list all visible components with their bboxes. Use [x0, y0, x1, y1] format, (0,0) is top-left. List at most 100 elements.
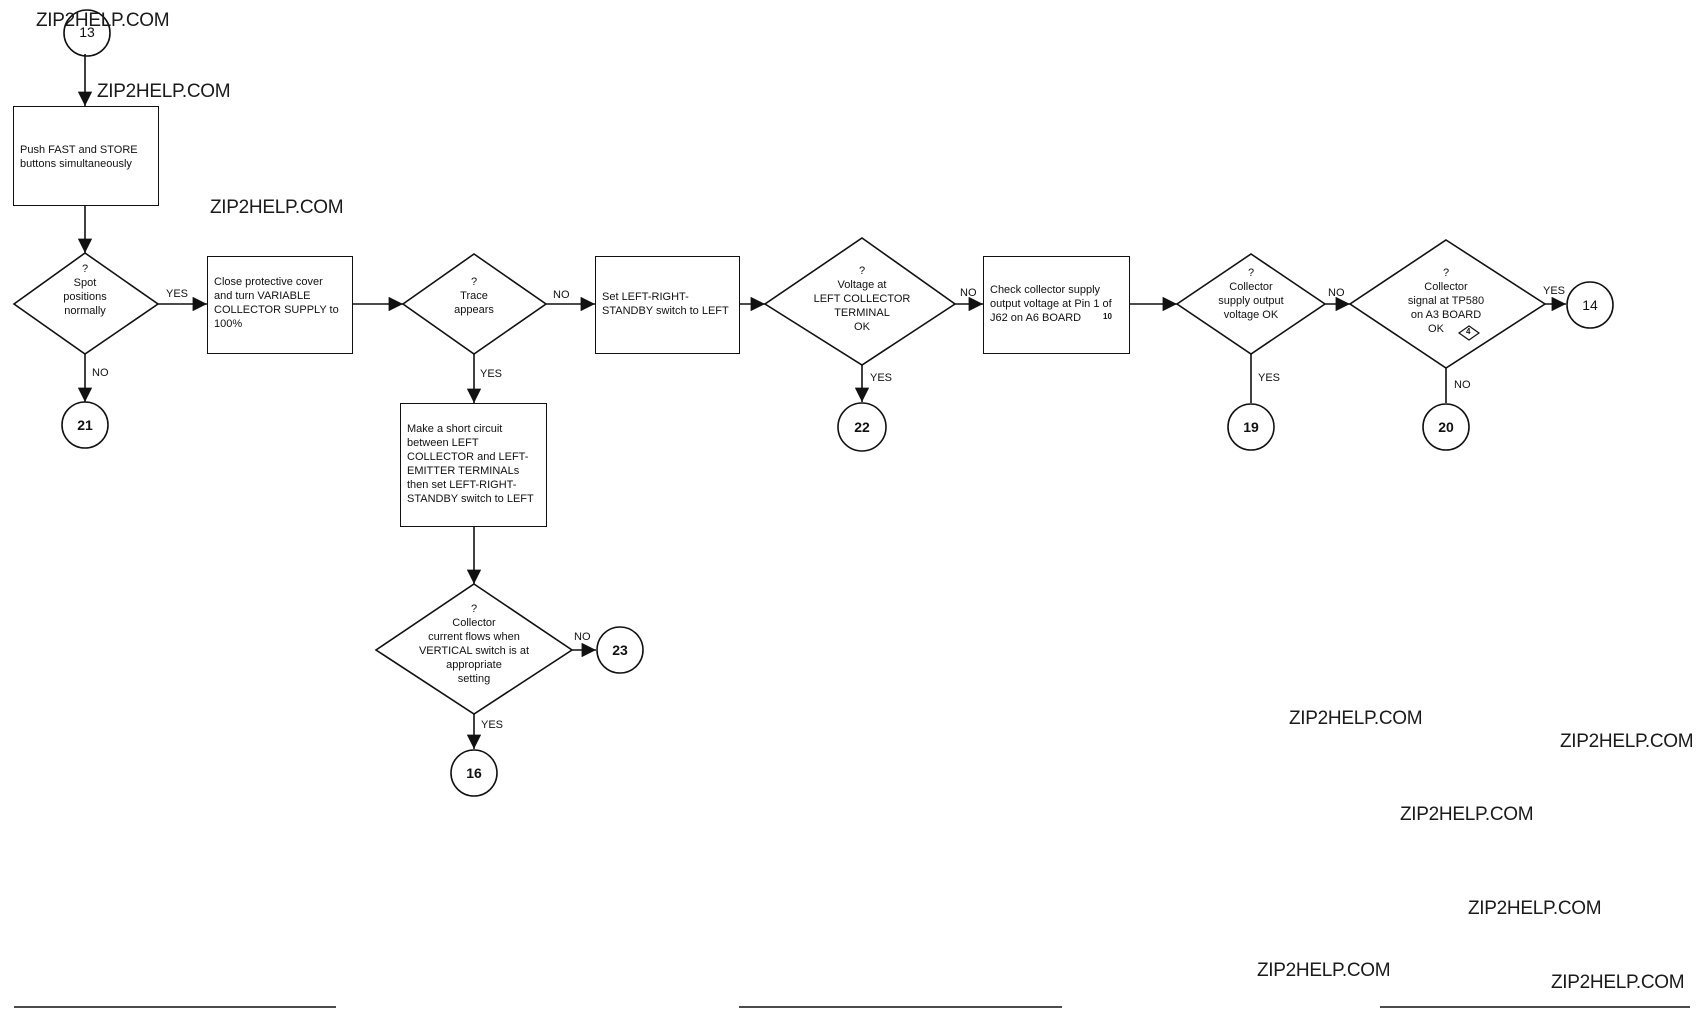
- signal-line-2: signal at TP580: [1407, 295, 1485, 307]
- edge-label-trace-yes: YES: [480, 368, 503, 380]
- spot-line-2: positions: [63, 291, 107, 303]
- connector-20-label: 20: [1438, 419, 1454, 435]
- decision-signal-diamond: [1348, 239, 1547, 369]
- decision-trace-text: ? Trace appears: [424, 275, 524, 317]
- connector-14-label: 14: [1582, 297, 1598, 313]
- edge-label-spot-no: NO: [92, 367, 109, 379]
- process-check-supply: Check collector supply output voltage at…: [983, 256, 1130, 354]
- connector-20-circle: [1422, 403, 1470, 451]
- decision-signal-text: ? Collector signal at TP580 on A3 BOARD …: [1381, 266, 1511, 336]
- decision-spot-text: ? Spot positions normally: [34, 262, 136, 318]
- decision-spot-diamond: [12, 252, 160, 355]
- signal-q: ?: [1442, 267, 1450, 279]
- short-circuit-line-1: Make a short circuit: [407, 423, 503, 435]
- close-cover-line-2: and turn VARIABLE: [214, 290, 311, 302]
- signal-line-4: OK: [1428, 323, 1444, 335]
- edge-label-spot-yes: YES: [166, 288, 189, 300]
- short-circuit-line-6: STANDBY switch to LEFT: [407, 493, 534, 505]
- reference-4-symbol: [1457, 325, 1481, 341]
- edge-label-voltage-no: NO: [960, 287, 977, 299]
- connector-21-label: 21: [77, 417, 93, 433]
- close-cover-line-3: COLLECTOR SUPPLY to: [214, 304, 339, 316]
- reference-4-label: 4: [1466, 327, 1471, 336]
- edge-label-trace-no: NO: [553, 289, 570, 301]
- supply-line-3: voltage OK: [1223, 309, 1279, 321]
- connector-23-label: 23: [612, 642, 628, 658]
- close-cover-line-4: 100%: [214, 318, 243, 330]
- short-circuit-line-4: EMITTER TERMINALs: [407, 465, 520, 477]
- process-push-fast-store: Push FAST and STORE buttons simultaneous…: [13, 106, 159, 206]
- set-left-line-1: Set LEFT-RIGHT-: [602, 291, 689, 303]
- decision-voltage-diamond: [763, 237, 957, 366]
- check-supply-line-1: Check collector supply: [990, 284, 1101, 296]
- push-fast-line-2: buttons simultaneously: [20, 158, 132, 170]
- edge-label-current-no: NO: [574, 631, 591, 643]
- current-line-4: appropriate: [446, 659, 502, 671]
- current-line-5: setting: [457, 673, 491, 685]
- watermark-2: ZIP2HELP.COM: [97, 81, 231, 102]
- voltage-line-4: OK: [854, 321, 870, 333]
- watermark-8: ZIP2HELP.COM: [1257, 960, 1391, 981]
- connector-14-circle: [1566, 281, 1614, 329]
- decision-supply-diamond: [1175, 253, 1327, 355]
- watermark-6: ZIP2HELP.COM: [1400, 804, 1534, 825]
- process-close-cover: Close protective cover and turn VARIABLE…: [207, 256, 353, 354]
- trace-q: ?: [470, 276, 478, 288]
- decision-voltage-text: ? Voltage at LEFT COLLECTOR TERMINAL OK: [792, 264, 932, 334]
- edge-label-supply-no: NO: [1328, 287, 1345, 299]
- spot-line-1: Spot: [73, 277, 97, 289]
- decision-current-text: ? Collector current flows when VERTICAL …: [399, 602, 549, 686]
- push-fast-line-1: Push FAST and STORE: [20, 144, 138, 156]
- edge-label-voltage-yes: YES: [870, 372, 893, 384]
- watermark-5: ZIP2HELP.COM: [1560, 731, 1694, 752]
- check-supply-line-2: output voltage at Pin 1 of: [990, 298, 1112, 310]
- watermark-4: ZIP2HELP.COM: [1289, 708, 1423, 729]
- current-line-1: Collector: [452, 617, 496, 629]
- decision-supply-text: ? Collector supply output voltage OK: [1191, 266, 1311, 322]
- watermark-3: ZIP2HELP.COM: [210, 197, 344, 218]
- current-line-3: VERTICAL switch is at: [418, 645, 530, 657]
- current-q: ?: [470, 603, 478, 615]
- connector-16-circle: [450, 749, 498, 797]
- spot-q: ?: [81, 263, 89, 275]
- connector-21-circle: [61, 401, 109, 449]
- voltage-line-3: TERMINAL: [834, 307, 890, 319]
- set-left-line-2: STANDBY switch to LEFT: [602, 305, 729, 317]
- short-circuit-line-2: between LEFT: [407, 437, 479, 449]
- reference-10-label: 10: [1103, 312, 1112, 321]
- supply-q: ?: [1247, 267, 1255, 279]
- short-circuit-line-5: then set LEFT-RIGHT-: [407, 479, 517, 491]
- edge-label-signal-no: NO: [1454, 379, 1471, 391]
- close-cover-line-1: Close protective cover: [214, 276, 323, 288]
- watermark-7: ZIP2HELP.COM: [1468, 898, 1602, 919]
- connector-13-label: 13: [79, 24, 95, 40]
- watermark-1: ZIP2HELP.COM: [36, 10, 170, 31]
- signal-line-3: on A3 BOARD: [1410, 309, 1482, 321]
- connector-13-circle: [63, 9, 111, 57]
- decision-trace-diamond: [401, 253, 548, 355]
- current-line-2: current flows when: [428, 631, 520, 643]
- decision-current-diamond: [374, 583, 574, 715]
- edge-label-current-yes: YES: [481, 719, 504, 731]
- process-short-circuit: Make a short circuit between LEFT COLLEC…: [400, 403, 547, 527]
- trace-line-1: Trace: [460, 290, 488, 302]
- supply-line-1: Collector: [1229, 281, 1273, 293]
- voltage-line-2: LEFT COLLECTOR: [813, 293, 911, 305]
- edge-label-supply-yes: YES: [1258, 372, 1281, 384]
- signal-line-1: Collector: [1424, 281, 1468, 293]
- voltage-line-1: Voltage at: [837, 279, 887, 291]
- process-set-left: Set LEFT-RIGHT- STANDBY switch to LEFT: [595, 256, 740, 354]
- short-circuit-line-3: COLLECTOR and LEFT-: [407, 451, 529, 463]
- connector-19-label: 19: [1243, 419, 1259, 435]
- watermark-9: ZIP2HELP.COM: [1551, 972, 1685, 993]
- trace-line-2: appears: [454, 304, 494, 316]
- supply-line-2: supply output: [1218, 295, 1284, 307]
- edge-label-signal-yes: YES: [1543, 285, 1566, 297]
- spot-line-3: normally: [64, 305, 106, 317]
- connector-19-circle: [1227, 403, 1275, 451]
- check-supply-line-3: J62 on A6 BOARD: [990, 312, 1082, 324]
- connector-23-circle: [596, 626, 644, 674]
- voltage-q: ?: [858, 265, 866, 277]
- connector-16-label: 16: [466, 765, 482, 781]
